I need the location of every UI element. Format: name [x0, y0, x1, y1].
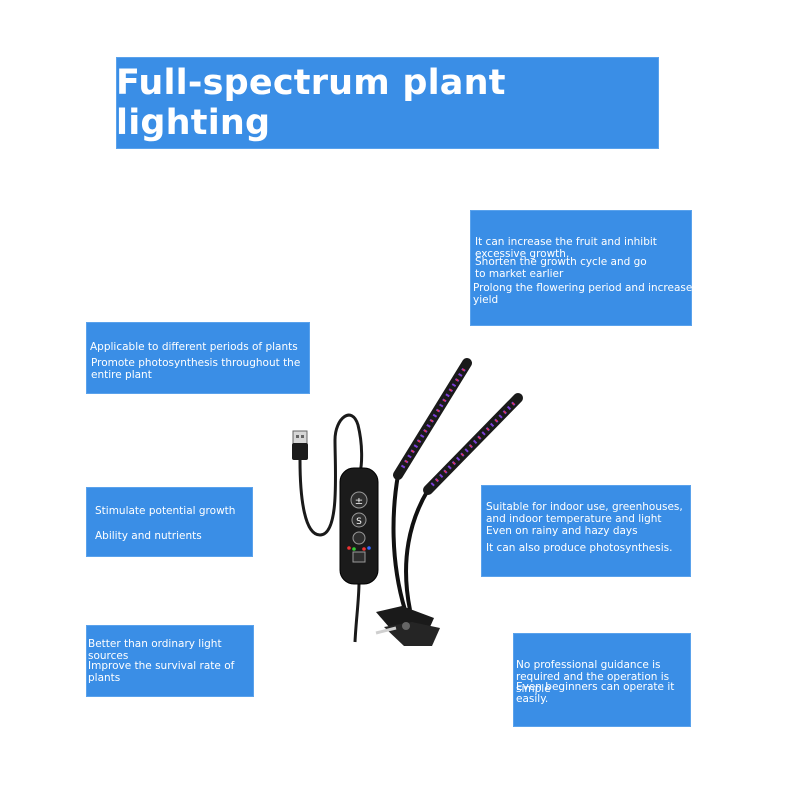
title-banner: Full-spectrum plant lighting [116, 57, 659, 149]
mounting-clip [375, 606, 440, 646]
callout-line: Even beginners can operate it easily. [516, 681, 675, 705]
callout-line: Prolong the flowering period and increas… [473, 282, 713, 306]
controller-remote: ± S [339, 467, 379, 585]
callout-line: Ability and nutrients [95, 530, 202, 542]
callout-periods: Applicable to different periods of plant… [86, 322, 310, 394]
grow-light-product-image: ± S [292, 358, 523, 646]
callout-indoor: Suitable for indoor use, greenhouses, an… [481, 485, 691, 577]
gooseneck-arm-right [404, 488, 430, 611]
brightness-button-icon: ± [355, 496, 363, 507]
callout-line: Even on rainy and hazy days [486, 525, 638, 537]
callout-line: Shorten the growth cycle and go to marke… [475, 256, 647, 280]
callout-line: Suitable for indoor use, greenhouses, an… [486, 501, 683, 525]
callout-line: No professional guidance is required and… [516, 659, 670, 695]
callout-line: Promote photosynthesis throughout the en… [91, 357, 301, 381]
callout-line: It can increase the fruit and inhibit ex… [475, 236, 657, 260]
callout-growth: Stimulate potential growth Ability and n… [86, 487, 253, 557]
light-bar-right [423, 393, 523, 495]
callout-survival: Better than ordinary light sources Impro… [86, 625, 254, 697]
lower-cable [353, 581, 361, 643]
mode-button-icon: S [356, 517, 362, 527]
callout-line: Better than ordinary light sources [88, 638, 222, 662]
usb-cable [298, 413, 364, 537]
callout-line: Stimulate potential growth [95, 505, 236, 517]
gooseneck-arm-left [391, 474, 407, 611]
usb-plug-icon [292, 430, 308, 460]
power-button-icon [352, 551, 366, 563]
light-bar-left [393, 358, 472, 480]
timer-button-icon [352, 531, 366, 545]
callout-line: Improve the survival rate of plants [88, 660, 235, 684]
callout-line: Applicable to different periods of plant… [90, 341, 298, 353]
callout-operation: No professional guidance is required and… [513, 633, 691, 727]
page-title: Full-spectrum plant lighting [116, 63, 506, 143]
callout-yield: It can increase the fruit and inhibit ex… [470, 210, 713, 326]
callout-line: It can also produce photosynthesis. [486, 542, 673, 554]
